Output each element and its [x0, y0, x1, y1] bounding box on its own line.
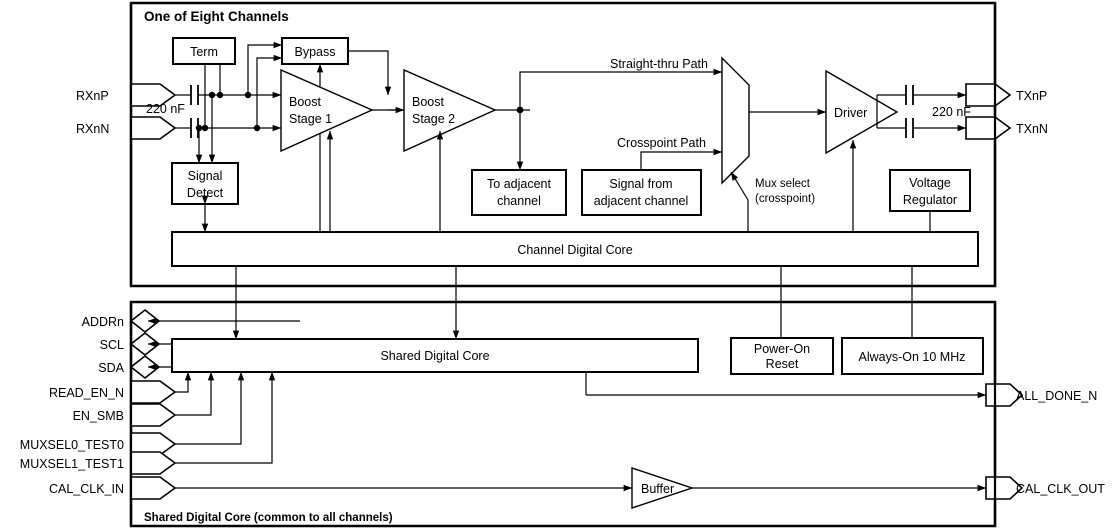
block-to-adjacent-channel[interactable]	[471, 169, 567, 216]
pin-read-en-n[interactable]	[130, 380, 177, 404]
block-buffer-label: Buffer	[641, 482, 674, 496]
pin-label-scl: SCL	[100, 338, 124, 352]
page-title: One of Eight Channels	[144, 9, 289, 24]
block-term[interactable]	[172, 37, 236, 65]
pin-en-smb[interactable]	[130, 403, 177, 427]
label-mux-select-2: (crosspoint)	[755, 193, 815, 205]
pin-label-muxsel0-test0: MUXSEL0_TEST0	[20, 438, 124, 452]
block-power-on-reset-label1: Power-On	[754, 342, 810, 356]
pin-label-muxsel1-test1: MUXSEL1_TEST1	[20, 457, 124, 471]
block-boost1-label1: Boost	[289, 95, 321, 109]
cap-out-label: 220 nF	[932, 105, 971, 119]
block-signal-detect-label1: Signal	[188, 169, 223, 183]
block-signal-from-label2: adjacent channel	[594, 194, 689, 208]
pin-rxnn[interactable]	[130, 116, 177, 140]
block-boost-stage-1[interactable]	[280, 68, 374, 153]
pin-muxsel1-test1[interactable]	[130, 451, 177, 475]
block-term-label: Term	[190, 45, 218, 59]
shared-core-frame	[129, 300, 997, 528]
pin-txnp[interactable]	[965, 83, 1012, 107]
footer-label: Shared Digital Core (common to all chann…	[144, 512, 393, 524]
pin-txnn[interactable]	[965, 116, 1012, 140]
block-voltage-reg-label2: Regulator	[903, 193, 957, 207]
label-crosspoint-path: Crosspoint Path	[617, 136, 706, 150]
cap-in-label: 220 nF	[146, 102, 185, 116]
block-power-on-reset[interactable]	[730, 337, 834, 375]
pin-label-read-en-n: READ_EN_N	[49, 386, 124, 400]
pin-label-sda: SDA	[98, 361, 124, 375]
block-power-on-reset-label2: Reset	[766, 357, 799, 371]
block-driver[interactable]	[825, 69, 899, 155]
block-boost-stage-2[interactable]	[403, 68, 497, 153]
block-mux[interactable]	[721, 56, 750, 185]
block-to-adjacent-label1: To adjacent	[487, 177, 551, 191]
block-shared-digital-core[interactable]	[171, 338, 699, 373]
pin-label-all-done-n: ALL_DONE_N	[1016, 389, 1097, 403]
block-always-on-10mhz[interactable]	[841, 337, 984, 375]
pin-cal-clk-in[interactable]	[130, 476, 177, 500]
pin-label-cal-clk-in: CAL_CLK_IN	[49, 482, 124, 496]
pin-label-txnn: TXnN	[1016, 122, 1048, 136]
pin-label-cal-clk-out: CAL_CLK_OUT	[1016, 482, 1105, 496]
block-driver-label: Driver	[834, 106, 867, 120]
block-boost2-label2: Stage 2	[412, 112, 455, 126]
block-channel-digital-core[interactable]	[171, 231, 979, 267]
block-voltage-regulator[interactable]	[889, 169, 971, 212]
block-always-on-label: Always-On 10 MHz	[859, 350, 966, 364]
block-bypass-label: Bypass	[295, 45, 336, 59]
pin-label-addrn: ADDRn	[82, 315, 124, 329]
block-boost2-label1: Boost	[412, 95, 444, 109]
block-voltage-reg-label1: Voltage	[909, 176, 951, 190]
block-signal-detect-label2: Detect	[187, 186, 224, 200]
block-channel-core-label: Channel Digital Core	[517, 243, 632, 257]
pin-label-txnp: TXnP	[1016, 89, 1047, 103]
label-straight-thru-path: Straight-thru Path	[610, 57, 708, 71]
pin-label-rxnp: RXnP	[76, 89, 109, 103]
block-signal-from-label1: Signal from	[609, 177, 672, 191]
label-mux-select-1: Mux select	[755, 178, 811, 190]
block-boost1-label2: Stage 1	[289, 112, 332, 126]
pin-label-rxnn: RXnN	[76, 122, 109, 136]
block-to-adjacent-label2: channel	[497, 194, 541, 208]
block-buffer[interactable]	[631, 467, 695, 509]
block-bypass[interactable]	[281, 37, 349, 65]
pin-label-en-smb: EN_SMB	[73, 409, 124, 423]
block-shared-core-label: Shared Digital Core	[380, 349, 489, 363]
